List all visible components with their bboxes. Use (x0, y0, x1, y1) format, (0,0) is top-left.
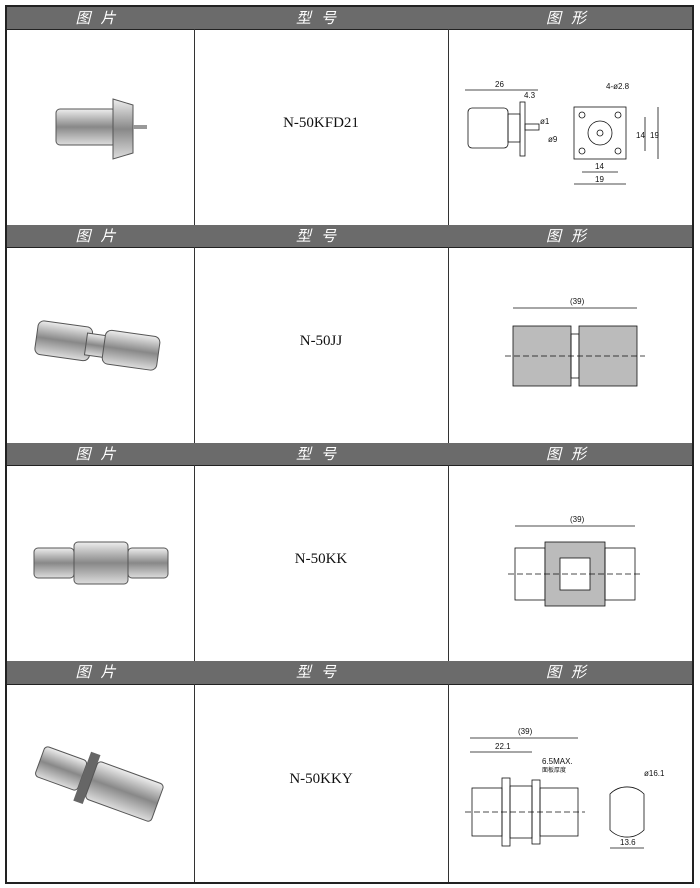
header-drawing: 图形 (545, 445, 596, 463)
product-row: N-50KFD21 26 4.3 ø1 ø9 4-ø2.8 14 19 14 19 (7, 29, 692, 227)
svg-text:26: 26 (495, 80, 504, 89)
model-number: N-50KKY (289, 770, 353, 787)
svg-text:(39): (39) (518, 727, 533, 736)
svg-text:22.1: 22.1 (495, 742, 511, 751)
product-row: N-50KK (39) (7, 465, 692, 663)
connector-photo-icon (55, 98, 147, 160)
header-row: 图片 型号 图形 (7, 7, 692, 30)
product-photo (7, 684, 195, 882)
model-number: N-50KK (294, 550, 348, 567)
svg-text:(39): (39) (570, 297, 585, 306)
connector-photo-icon (33, 320, 160, 371)
header-row: 图片 型号 图形 (7, 661, 692, 685)
dimension-drawing: (39) (448, 465, 692, 661)
header-row: 图片 型号 图形 (7, 443, 692, 466)
svg-text:14: 14 (595, 162, 604, 171)
svg-text:ø9: ø9 (548, 135, 558, 144)
model-number: N-50JJ (299, 332, 343, 349)
svg-text:ø16.1: ø16.1 (644, 769, 665, 778)
header-drawing: 图形 (545, 227, 596, 245)
connector-photo-icon (34, 746, 164, 822)
product-photo (7, 465, 195, 661)
product-row: N-50KKY (39) 22.1 6.5MAX.面板厚度 ø16.1 13.6 (7, 684, 692, 882)
header-drawing: 图形 (545, 663, 596, 681)
svg-text:(39): (39) (570, 515, 585, 524)
svg-text:6.5MAX.: 6.5MAX. (542, 757, 573, 766)
svg-text:13.6: 13.6 (620, 838, 636, 847)
model-number: N-50KFD21 (283, 114, 359, 131)
header-model: 型号 (295, 445, 346, 463)
product-photo (7, 29, 195, 225)
svg-text:4.3: 4.3 (524, 91, 536, 100)
header-photo: 图片 (75, 445, 126, 463)
header-row: 图片 型号 图形 (7, 225, 692, 248)
dimension-drawing: (39) 22.1 6.5MAX.面板厚度 ø16.1 13.6 (448, 684, 692, 882)
svg-text:19: 19 (650, 131, 659, 140)
header-model: 型号 (295, 9, 346, 27)
svg-text:14: 14 (636, 131, 645, 140)
header-model: 型号 (295, 663, 346, 681)
product-row: N-50JJ (39) (7, 247, 692, 445)
header-drawing: 图形 (545, 9, 596, 27)
connector-photo-icon (33, 541, 168, 585)
header-photo: 图片 (75, 9, 126, 27)
header-photo: 图片 (75, 227, 126, 245)
product-photo (7, 247, 195, 443)
product-table: 图片 型号 图形 N-50KFD21 26 4.3 ø1 ø9 4-ø2.8 14… (5, 5, 694, 884)
svg-text:面板厚度: 面板厚度 (542, 766, 566, 774)
dimension-drawing: 26 4.3 ø1 ø9 4-ø2.8 14 19 14 19 (448, 29, 692, 225)
header-photo: 图片 (75, 663, 126, 681)
svg-text:ø1: ø1 (540, 117, 550, 126)
header-model: 型号 (295, 227, 346, 245)
svg-text:4-ø2.8: 4-ø2.8 (606, 82, 630, 91)
svg-text:19: 19 (595, 175, 604, 184)
dimension-drawing: (39) (448, 247, 692, 443)
